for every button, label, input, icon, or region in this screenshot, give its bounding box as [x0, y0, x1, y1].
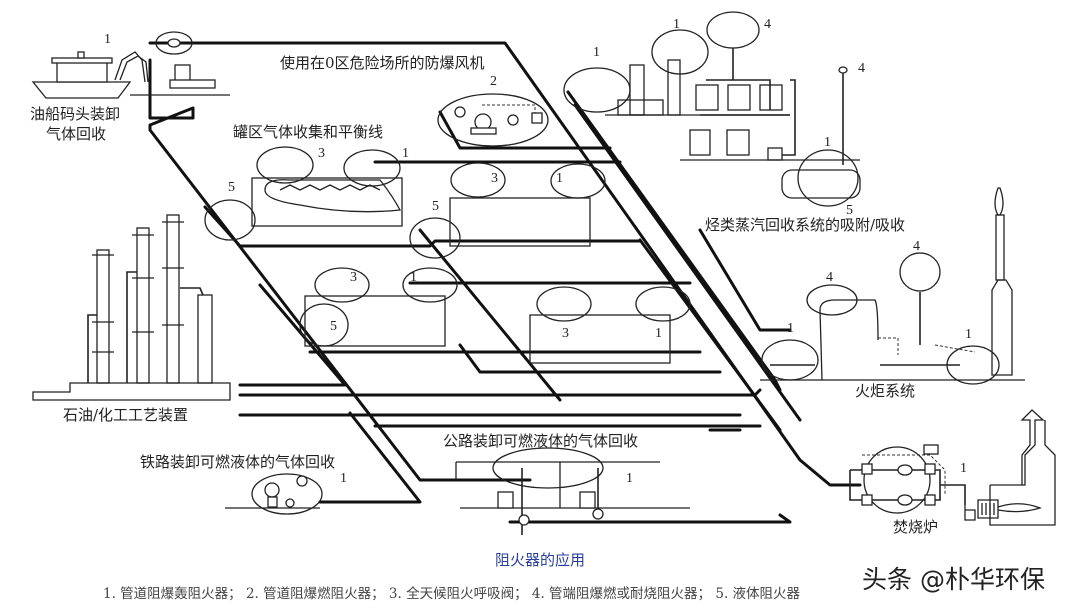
arrester-4-vr-vent	[706, 11, 760, 49]
vapor-recovery-system	[563, 11, 861, 207]
callout-1: 1	[593, 45, 600, 60]
arrester-5-tank1	[204, 199, 256, 241]
callout-1: 1	[655, 326, 662, 341]
callout-4: 4	[913, 239, 920, 254]
callout-1: 1	[626, 471, 633, 486]
arrester-5-tank2	[409, 217, 461, 259]
arrester-1-vr-tank	[797, 149, 859, 207]
callout-1: 1	[104, 32, 111, 47]
arrester-3-row2a	[314, 267, 370, 303]
callout-5: 5	[846, 203, 853, 218]
callout-1: 1	[340, 471, 347, 486]
figure-legend: 1. 管道阻爆轰阻火器； 2. 管道阻爆燃阻火器； 3. 全天候阻火呼吸阀； 4…	[103, 586, 801, 602]
callout-1: 1	[960, 461, 967, 476]
flare-system	[760, 187, 1025, 385]
callout-4: 4	[858, 61, 865, 76]
label-road-loading: 公路装卸可燃液体的气体回收	[443, 432, 639, 450]
pipe-flare-diag	[638, 238, 782, 432]
incinerator	[849, 409, 1056, 526]
arrester-1-row2a	[402, 267, 458, 303]
callout-4: 4	[826, 270, 833, 285]
callout-1: 1	[556, 171, 563, 186]
road-loading	[455, 447, 690, 535]
callout-2: 2	[490, 74, 497, 89]
arrester-1-incinerator	[863, 446, 931, 514]
tanker-terminal	[31, 31, 230, 99]
arrester-3-tank2	[450, 162, 506, 198]
tank-row-2	[299, 267, 691, 364]
callout-1: 1	[410, 270, 417, 285]
pipe-row4	[238, 388, 762, 397]
callout-3: 3	[350, 270, 357, 285]
label-tanker-terminal-2: 气体回收	[46, 125, 107, 143]
floating-roof-tank	[251, 177, 403, 227]
arrester-4-flare-b	[899, 252, 941, 292]
pipe-diag-blower	[573, 103, 802, 422]
callout-5: 5	[432, 199, 439, 214]
label-flare: 火炬系统	[855, 382, 916, 400]
callout-1: 1	[787, 321, 794, 336]
label-process-unit: 石油/化工工艺装置	[63, 406, 189, 424]
arrester-1-tank2	[550, 163, 606, 199]
pipe-blower-loop	[438, 110, 612, 150]
callout-3: 3	[562, 326, 569, 341]
watermark: 头条 @朴华环保	[862, 565, 1045, 594]
arrester-4-flare-a	[806, 284, 858, 316]
callout-5: 5	[330, 319, 337, 334]
pipe-terminal-to-blower	[148, 41, 862, 487]
pipe-terminal-down	[148, 58, 532, 482]
arrester-1-road	[492, 447, 604, 489]
arrester-1-flare-a	[761, 339, 819, 381]
arrester-1-rail	[251, 473, 323, 515]
label-zone0-blower: 使用在0区危险场所的防爆风机	[280, 54, 485, 72]
callout-3: 3	[318, 146, 325, 161]
arrester-1-terminal	[155, 31, 193, 55]
arrester-5-row2a	[299, 303, 349, 347]
arrester-3-row2b	[536, 286, 592, 322]
pipe-rail-loop	[318, 411, 422, 504]
callout-1: 1	[402, 146, 409, 161]
callout-5: 5	[228, 180, 235, 195]
pipe-road-bottom	[508, 513, 792, 524]
label-vapor-recovery: 烃类蒸汽回收系统的吸附/吸收	[705, 216, 906, 234]
label-tanker-terminal: 油船码头装卸	[30, 105, 121, 123]
callout-1: 1	[673, 17, 680, 32]
callout-1: 1	[824, 135, 831, 150]
figure-caption: 阻火器的应用	[494, 551, 585, 569]
pipe-row3	[458, 343, 722, 374]
arrester-1-tank1	[343, 149, 401, 187]
process-unit	[32, 214, 231, 401]
tank-farm	[204, 146, 606, 259]
arrester-2-blower	[437, 93, 549, 147]
arrester-3-tank1	[256, 146, 314, 184]
label-tank-farm: 罐区气体收集和平衡线	[233, 123, 384, 141]
rail-loading	[225, 473, 323, 515]
label-rail-loading: 铁路装卸可燃液体的气体回收	[140, 453, 336, 471]
callout-1: 1	[965, 327, 972, 342]
pipe-flare	[698, 228, 792, 432]
label-incinerator: 焚烧炉	[893, 518, 939, 536]
callout-3: 3	[491, 171, 498, 186]
pipe-process-loop	[238, 283, 347, 387]
arrester-1-row2b	[635, 286, 691, 322]
arrester-1-vr-inlet	[563, 67, 631, 113]
explosion-proof-blower	[437, 93, 549, 147]
callout-4: 4	[764, 17, 771, 32]
